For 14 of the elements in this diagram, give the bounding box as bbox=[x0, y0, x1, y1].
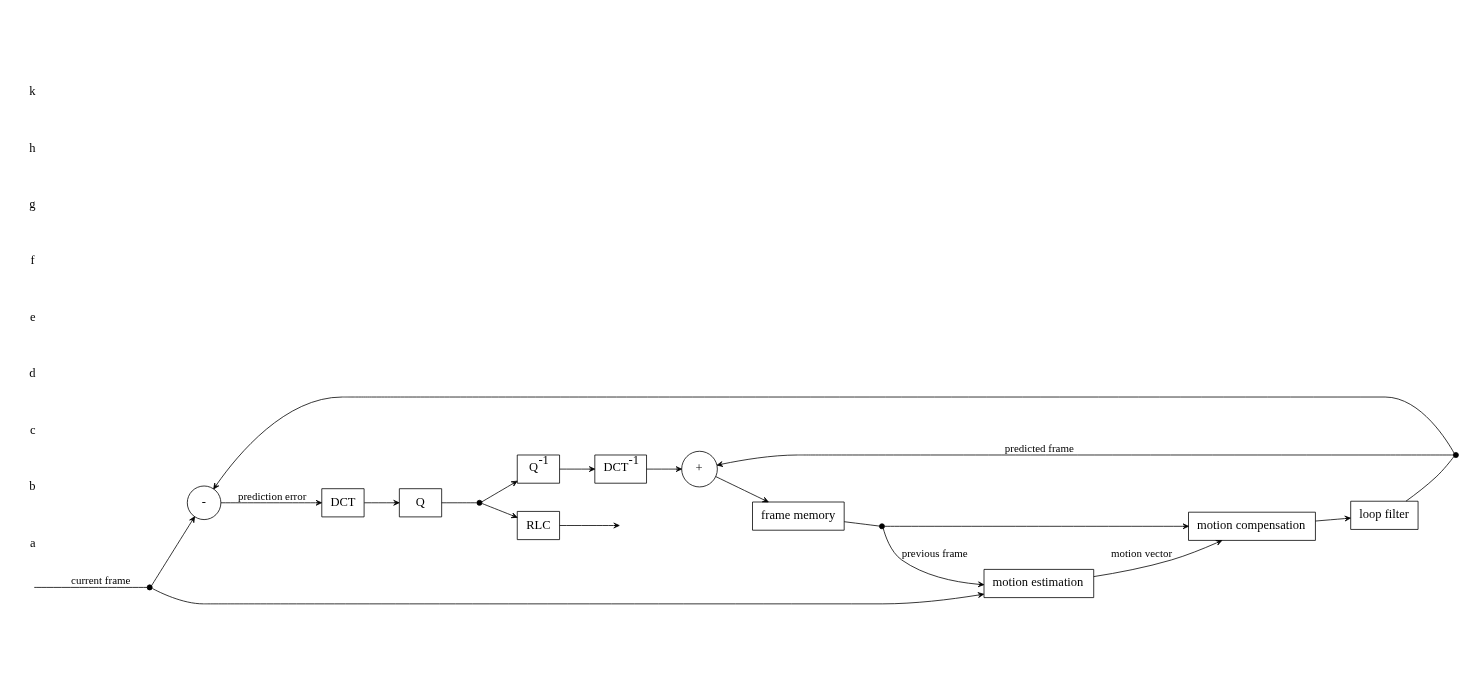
label: f bbox=[30, 253, 35, 268]
label: h bbox=[29, 140, 36, 155]
label: e bbox=[30, 309, 36, 324]
edge-label: previous frame bbox=[901, 547, 968, 560]
edge-label: predicted frame bbox=[1004, 442, 1074, 455]
label: b bbox=[29, 479, 36, 494]
label: g bbox=[29, 197, 36, 212]
label: d bbox=[29, 366, 36, 381]
label: c bbox=[30, 422, 36, 437]
edge-label: motion vector bbox=[1110, 547, 1173, 560]
label: a bbox=[30, 535, 36, 550]
edge-label: current frame bbox=[71, 574, 131, 587]
label: k bbox=[29, 84, 36, 99]
edge-label: prediction error bbox=[237, 489, 307, 502]
